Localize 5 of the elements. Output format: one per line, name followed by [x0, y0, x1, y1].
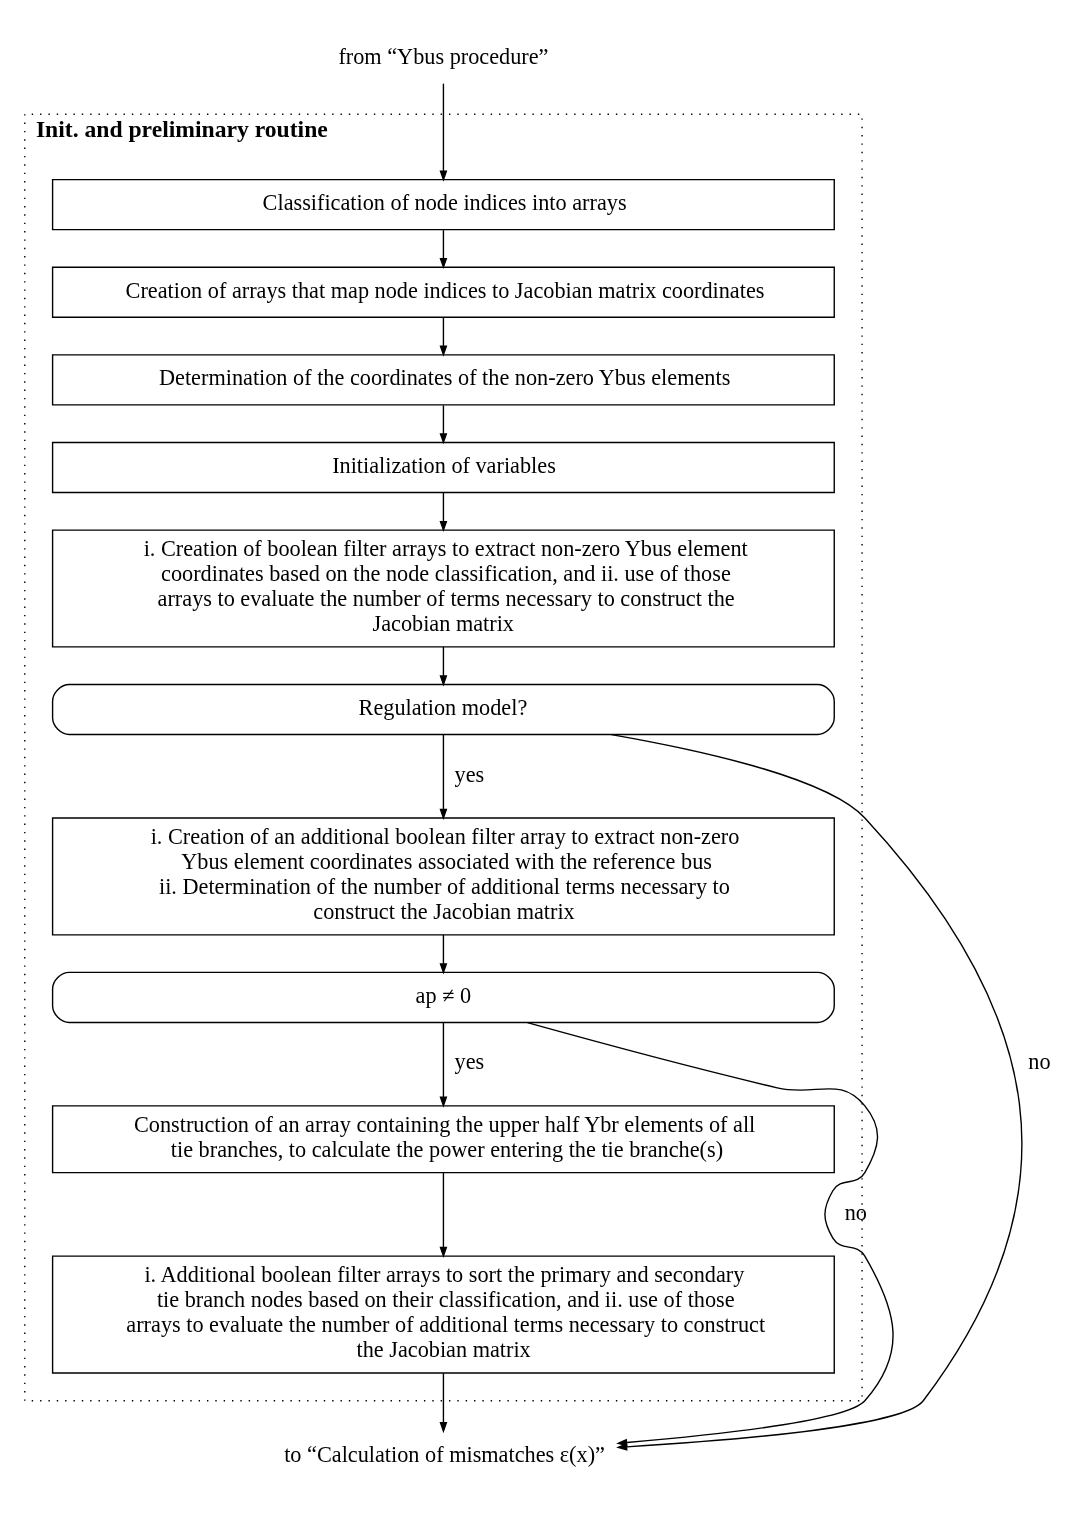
- edge-label: yes: [454, 1048, 485, 1074]
- edge-label: yes: [454, 761, 485, 787]
- edge-label: no: [1028, 1048, 1051, 1074]
- node-text: from “Ybus procedure”: [338, 43, 549, 69]
- node-text: to “Calculation of mismatches ε(x)”: [284, 1441, 605, 1467]
